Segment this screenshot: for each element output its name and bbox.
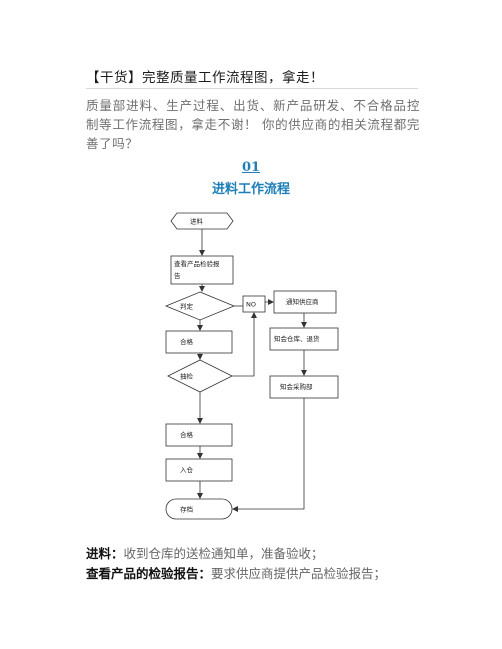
end-node: [165, 498, 233, 520]
warehousing-label: 入仓: [180, 465, 194, 474]
decision-judge-label: 判定: [180, 302, 194, 311]
view-report-label-line2: 告: [174, 271, 181, 280]
description-term: 进料：: [86, 546, 124, 561]
end-label: 存档: [180, 505, 193, 514]
article-title: 【干货】完整质量工作流程图，拿走！: [86, 70, 324, 86]
qualified-box-1: [165, 330, 233, 354]
description-text: 收到仓库的送检通知单，准备验收；: [123, 546, 324, 561]
notify-supplier-label: 通知供应商: [286, 297, 319, 306]
notify-supplier-box: [273, 290, 337, 314]
title-divider: [86, 88, 418, 89]
decision-sample: [167, 359, 233, 393]
description-text: 要求供应商提供产品检验报告；: [211, 566, 387, 581]
section-number: 01: [241, 160, 261, 175]
notify-warehouse-label: 知会仓库、退货: [274, 334, 320, 343]
view-report-label-line1: 查看产品检验报: [174, 259, 220, 268]
decision-sample-label: 抽检: [180, 372, 194, 381]
start-node: [170, 212, 234, 230]
qualified-box-2: [165, 423, 233, 447]
decision-judge: [164, 291, 236, 321]
description-item-1: 进料：收到仓库的送检通知单，准备验收；: [86, 543, 324, 562]
qualified-1-label: 合格: [180, 337, 194, 346]
description-item-2: 查看产品的检验报告：要求供应商提供产品检验报告；: [86, 563, 386, 582]
section-title: 进料工作流程: [211, 182, 290, 197]
connector: [232, 398, 305, 512]
start-label: 进料: [190, 217, 204, 226]
notify-purchase-label: 知会采购部: [280, 382, 313, 391]
qualified-2-label: 合格: [180, 430, 194, 439]
view-report-box: [170, 255, 234, 285]
article-intro: 质量部进料、生产过程、出货、新产品研发、不合格品控制等工作流程图，拿走不谢！ 你…: [86, 98, 420, 151]
no-label: NO: [246, 301, 256, 309]
connector: [232, 312, 257, 377]
description-term: 查看产品的检验报告：: [86, 566, 212, 581]
warehousing-box: [165, 458, 233, 482]
